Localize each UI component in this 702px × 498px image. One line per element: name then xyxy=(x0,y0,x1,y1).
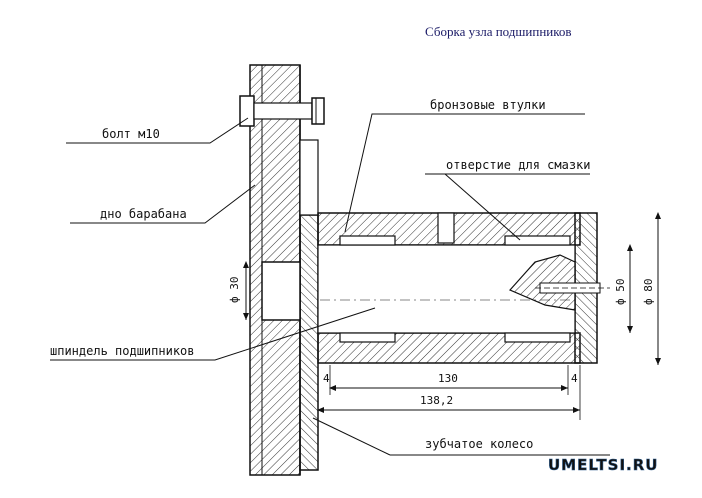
label-spindle: шпиндель подшипников xyxy=(50,344,195,358)
spindle-hole xyxy=(261,261,301,321)
dimension-d30: ф 30 xyxy=(228,261,249,320)
watermark-logo: UMELTSI.RU xyxy=(548,456,658,474)
leader-lines xyxy=(50,113,610,456)
bolt-m10 xyxy=(239,95,325,127)
dimension-d50: ф 50 xyxy=(614,244,633,333)
dimension-130: 130 xyxy=(329,372,568,391)
drawing-title: Сборка узла подшипников xyxy=(425,24,572,39)
label-bronze-bushings: бронзовые втулки xyxy=(430,98,546,112)
dimension-138-2: 138,2 xyxy=(317,394,580,413)
bronze-bushings xyxy=(339,235,571,343)
label-lube-hole: отверстие для смазки xyxy=(446,158,591,172)
svg-text:4: 4 xyxy=(571,372,578,385)
label-bolt: болт м10 xyxy=(102,127,160,141)
shaft-tip xyxy=(508,254,610,311)
svg-text:ф 80: ф 80 xyxy=(642,279,655,306)
gear-plate xyxy=(299,139,319,471)
svg-text:138,2: 138,2 xyxy=(420,394,453,407)
lube-hole xyxy=(437,212,455,244)
svg-text:ф 50: ф 50 xyxy=(614,279,627,306)
dimension-gaps: 4 4 xyxy=(323,372,578,385)
label-gear: зубчатое колесо xyxy=(425,437,533,451)
dimension-d80: ф 80 xyxy=(642,212,661,365)
svg-text:ф 30: ф 30 xyxy=(228,277,241,304)
svg-text:4: 4 xyxy=(323,372,330,385)
label-drum-bottom: дно барабана xyxy=(100,207,187,221)
svg-text:130: 130 xyxy=(438,372,458,385)
